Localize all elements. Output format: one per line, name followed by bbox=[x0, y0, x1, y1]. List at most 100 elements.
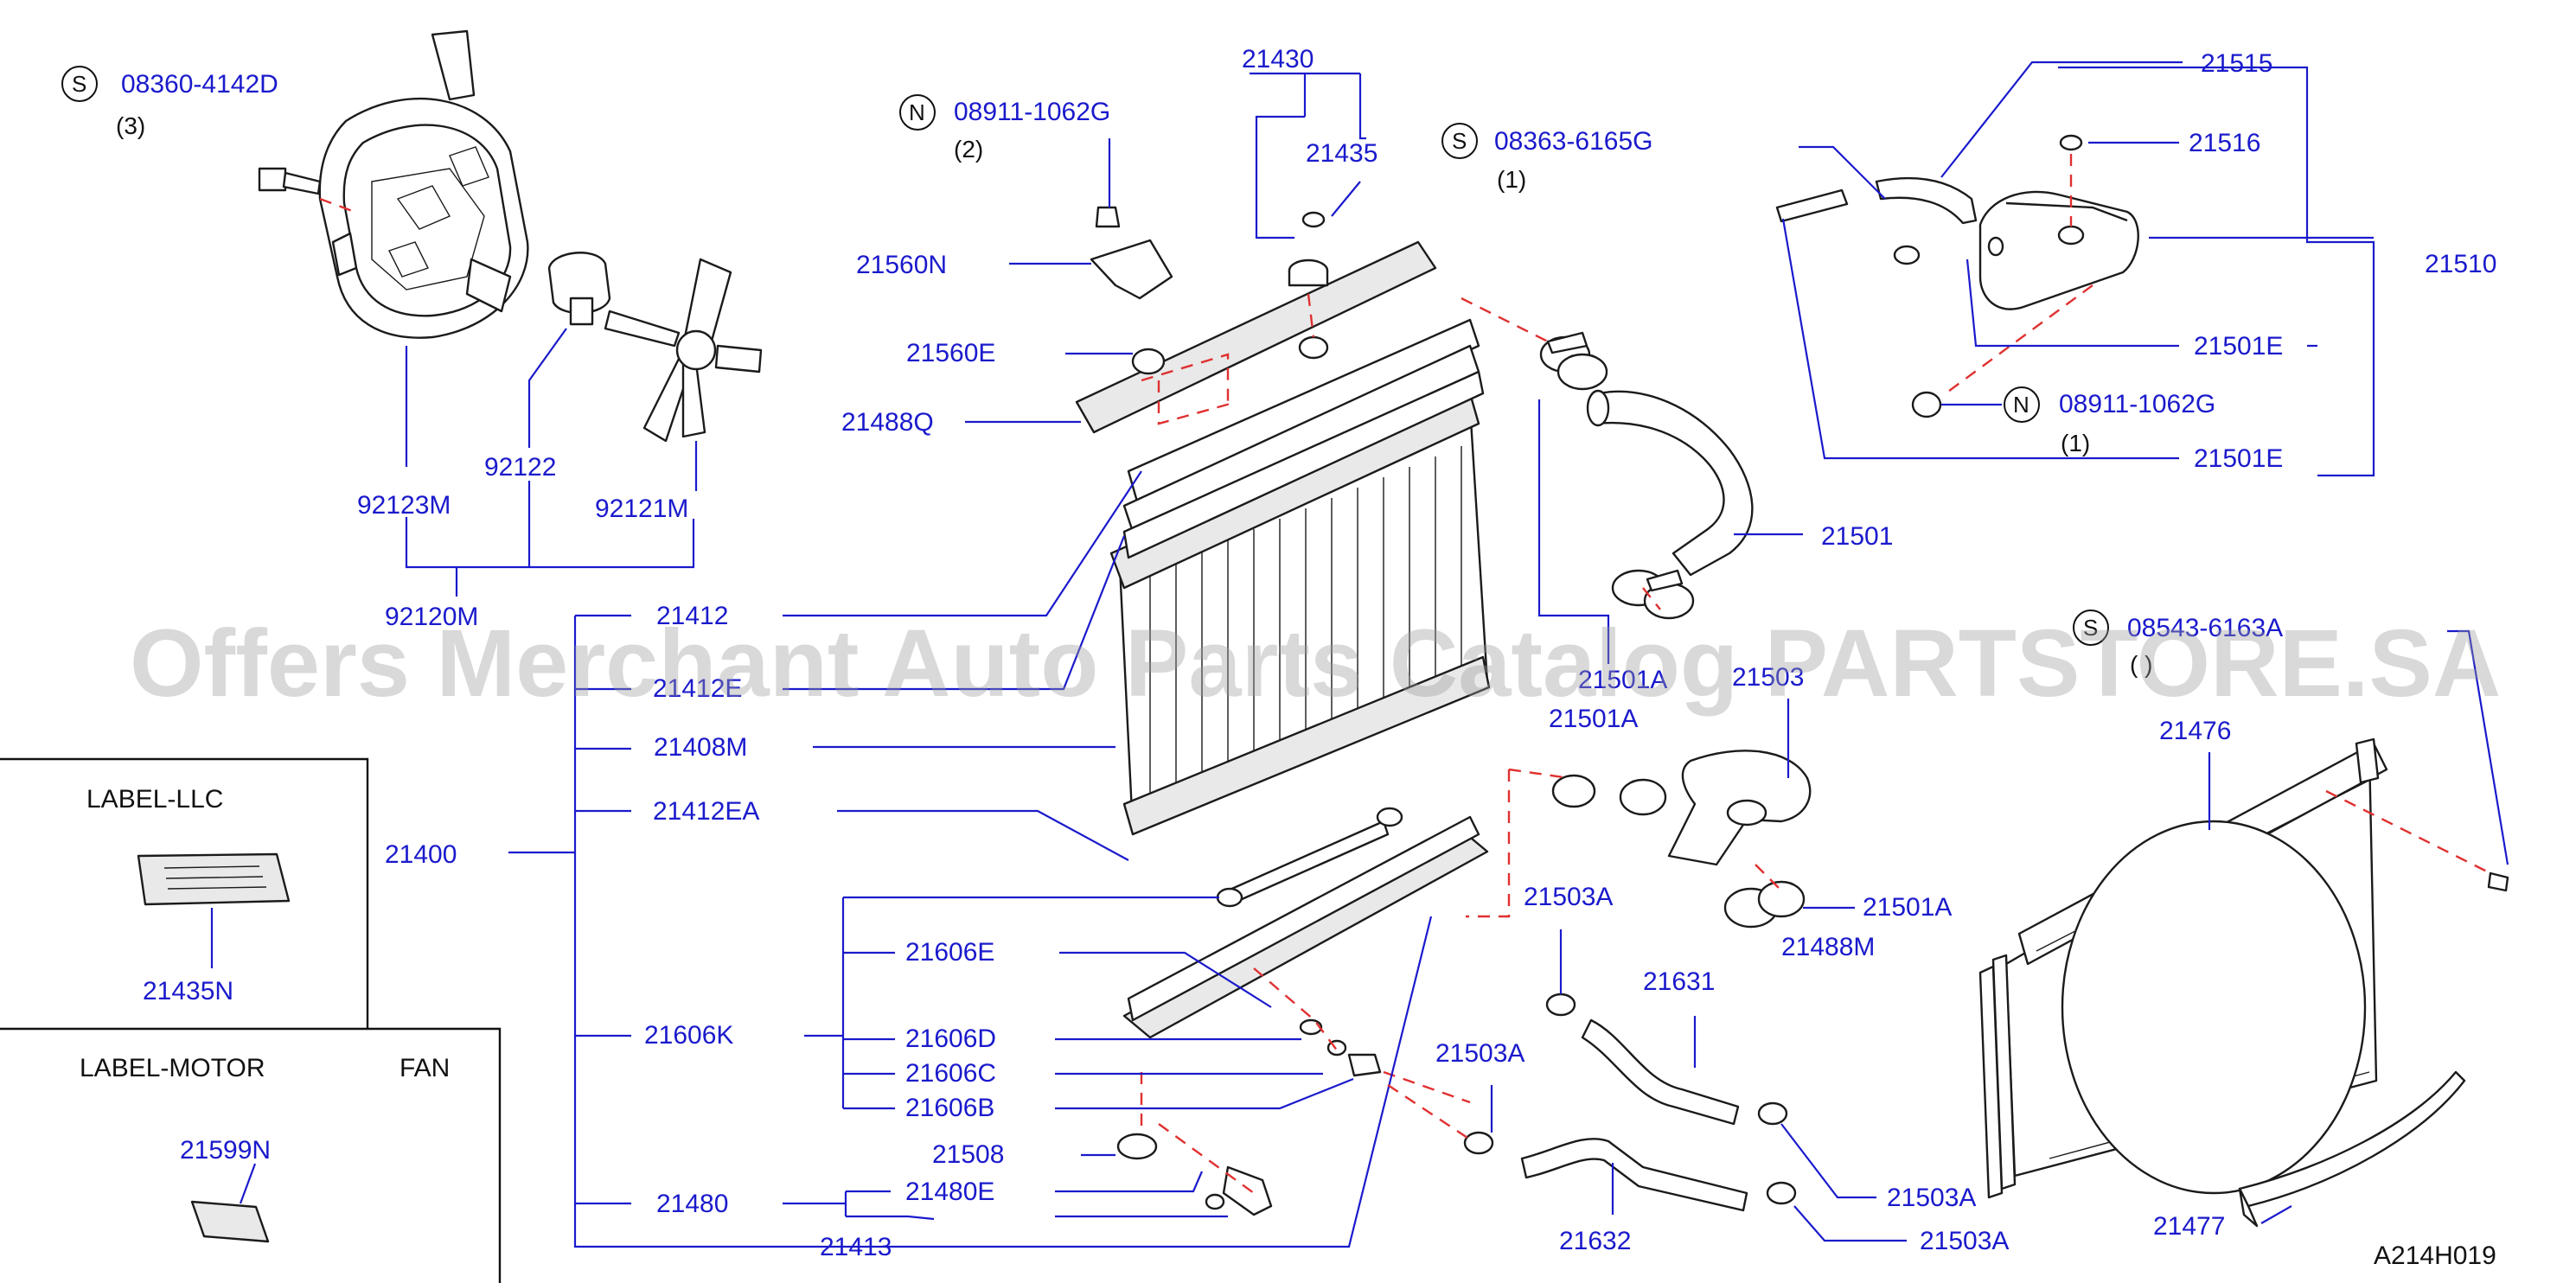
label-21501E-2[interactable]: 21501E bbox=[2194, 444, 2283, 473]
label-21606B[interactable]: 21606B bbox=[905, 1094, 994, 1122]
label-21515[interactable]: 21515 bbox=[2201, 49, 2272, 78]
label-21408M[interactable]: 21408M bbox=[654, 733, 747, 762]
label-08911-1062G-a[interactable]: 08911-1062G bbox=[954, 98, 1110, 126]
qty-08360-4142D: (3) bbox=[116, 112, 145, 139]
label-21476[interactable]: 21476 bbox=[2159, 717, 2231, 745]
dash-lower-hose bbox=[1466, 768, 1782, 918]
reservoir-tank-icon bbox=[1775, 134, 2139, 418]
label-21501[interactable]: 21501 bbox=[1821, 522, 1893, 551]
label-21510[interactable]: 21510 bbox=[2425, 250, 2496, 278]
leader-21606B bbox=[1055, 1077, 1354, 1110]
radiator-shroud-icon bbox=[1978, 737, 2388, 1199]
radiator-cap-icon bbox=[1288, 211, 1329, 360]
label-21503A-2[interactable]: 21503A bbox=[1435, 1039, 1525, 1068]
dash-reservoir bbox=[1945, 154, 2093, 394]
leader-21501A-upper bbox=[1537, 399, 1610, 664]
leader-92120M bbox=[405, 481, 695, 597]
watermark: Offers Merchant Auto Parts Catalog PARTS… bbox=[130, 610, 2501, 717]
label-21606E[interactable]: 21606E bbox=[905, 938, 994, 967]
bypass-hoses-icon bbox=[1463, 993, 1797, 1212]
label-21516[interactable]: 21516 bbox=[2189, 129, 2260, 157]
hose-clamps-icon bbox=[1539, 331, 1695, 620]
leader-92122 bbox=[527, 328, 567, 448]
symbol-s-2: S bbox=[1452, 128, 1467, 154]
label-21503A-3[interactable]: 21503A bbox=[1887, 1184, 1976, 1212]
diagram-id: A214H019 bbox=[2374, 1242, 2496, 1270]
label-08543-6163A[interactable]: 08543-6163A bbox=[2127, 614, 2283, 642]
label-21412E[interactable]: 21412E bbox=[653, 674, 742, 703]
label-21501A-1[interactable]: 21501A bbox=[1578, 666, 1667, 694]
dash-bracket bbox=[1141, 353, 1237, 425]
leader-21599N bbox=[239, 1163, 257, 1204]
dash-bypass bbox=[1387, 1083, 1471, 1141]
label-92122[interactable]: 92122 bbox=[484, 453, 556, 482]
label-21477[interactable]: 21477 bbox=[2153, 1212, 2225, 1241]
qty-08911-1062G-b: (1) bbox=[2061, 430, 2090, 456]
upper-hose-icon bbox=[1586, 389, 1754, 577]
label-21412[interactable]: 21412 bbox=[656, 602, 728, 630]
label-21412EA[interactable]: 21412EA bbox=[653, 797, 759, 826]
label-21631[interactable]: 21631 bbox=[1643, 967, 1715, 996]
bolt-hose-icon bbox=[1441, 123, 1478, 159]
label-21503[interactable]: 21503 bbox=[1732, 663, 1804, 692]
label-08363-6165G[interactable]: 08363-6165G bbox=[1494, 127, 1653, 156]
label-llc-sticker bbox=[137, 852, 291, 906]
label-21501A-3[interactable]: 21501A bbox=[1863, 893, 1952, 922]
label-motor-fan-title: FAN bbox=[400, 1054, 450, 1082]
label-21503A-4[interactable]: 21503A bbox=[1920, 1227, 2009, 1255]
shroud-lower-icon bbox=[2238, 1070, 2466, 1228]
radiator-bracket-icon bbox=[1090, 206, 1173, 375]
label-08360-4142D[interactable]: 08360-4142D bbox=[121, 70, 278, 99]
label-21503A-1[interactable]: 21503A bbox=[1524, 883, 1613, 911]
label-21606C[interactable]: 21606C bbox=[905, 1059, 996, 1088]
symbol-s-1: S bbox=[72, 71, 86, 97]
qty-08911-1062G-a: (2) bbox=[954, 136, 983, 163]
label-boxes bbox=[0, 757, 502, 1283]
label-92120M[interactable]: 92120M bbox=[385, 603, 478, 631]
qty-08363-6165G: (1) bbox=[1497, 166, 1526, 193]
label-21501E-1[interactable]: 21501E bbox=[2194, 332, 2283, 361]
label-92121M[interactable]: 92121M bbox=[595, 495, 688, 523]
label-llc-title: LABEL-LLC bbox=[86, 785, 223, 814]
label-21632[interactable]: 21632 bbox=[1559, 1227, 1631, 1255]
label-21501A-2[interactable]: 21501A bbox=[1549, 705, 1638, 733]
symbol-n-2: N bbox=[2013, 392, 2029, 418]
label-08911-1062G-b[interactable]: 08911-1062G bbox=[2059, 390, 2215, 418]
label-21560E[interactable]: 21560E bbox=[906, 339, 995, 367]
label-21435[interactable]: 21435 bbox=[1306, 139, 1377, 168]
label-92123M[interactable]: 92123M bbox=[357, 491, 451, 520]
fan-shroud-motor-bracket bbox=[318, 29, 529, 339]
nut-reservoir-icon bbox=[2004, 386, 2040, 423]
leader-21480 bbox=[783, 1171, 1228, 1221]
leader-21503A-3 bbox=[1780, 1123, 1876, 1199]
nut-upper-icon bbox=[899, 94, 936, 131]
leader-21430-21435 bbox=[1250, 72, 1366, 239]
radiator-lower-tank-icon bbox=[1122, 807, 1489, 1039]
label-21488Q[interactable]: 21488Q bbox=[841, 408, 934, 437]
label-21599N[interactable]: 21599N bbox=[180, 1136, 271, 1165]
leader-21606-group bbox=[804, 896, 1219, 1110]
label-21560N[interactable]: 21560N bbox=[856, 251, 947, 279]
leader-21503A-4 bbox=[1793, 1205, 1907, 1242]
label-21480[interactable]: 21480 bbox=[656, 1190, 728, 1218]
leader-21501E-1 bbox=[1966, 259, 2179, 348]
leader-21412EA bbox=[837, 809, 1129, 861]
label-21480E[interactable]: 21480E bbox=[905, 1178, 994, 1206]
leader-21606E bbox=[1059, 951, 1272, 1008]
label-21400[interactable]: 21400 bbox=[385, 840, 457, 869]
label-21413[interactable]: 21413 bbox=[820, 1233, 892, 1261]
qty-08543-6163A: ( ) bbox=[2130, 651, 2152, 678]
drain-parts-icon bbox=[1116, 1018, 1382, 1216]
leader-21412 bbox=[783, 470, 1142, 617]
fan-blade-icon bbox=[604, 258, 763, 443]
label-21606K[interactable]: 21606K bbox=[644, 1021, 733, 1050]
label-21430[interactable]: 21430 bbox=[1242, 45, 1314, 73]
lower-hose-icon bbox=[1551, 750, 1812, 929]
label-21606D[interactable]: 21606D bbox=[905, 1024, 996, 1053]
dash-drain bbox=[1140, 967, 1471, 1194]
label-21488M[interactable]: 21488M bbox=[1781, 933, 1875, 961]
leader-21501E-2 bbox=[1781, 218, 2179, 460]
label-21508[interactable]: 21508 bbox=[932, 1140, 1004, 1169]
label-21435N[interactable]: 21435N bbox=[143, 977, 233, 1005]
